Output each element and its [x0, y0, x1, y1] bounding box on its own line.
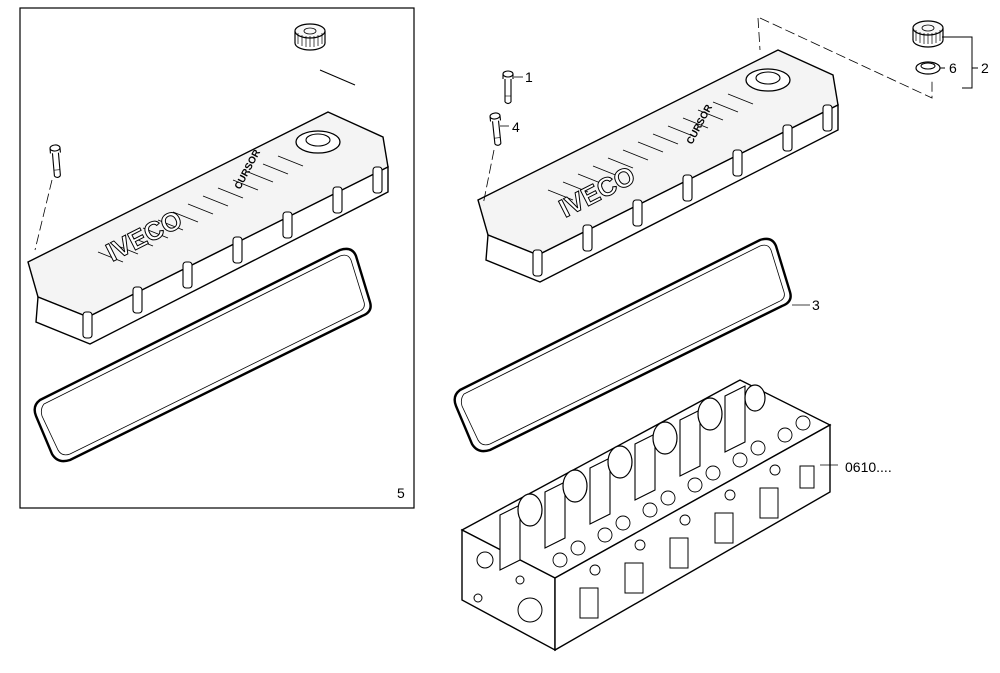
inset-panel-frame — [19, 7, 415, 509]
inset-cap-leader — [319, 69, 356, 86]
kit-bracket — [942, 36, 973, 89]
filler-cap-drawing — [912, 20, 944, 48]
bolt-long — [489, 111, 504, 147]
bolt-leader — [482, 149, 495, 206]
inset-bolt-leader — [34, 179, 53, 251]
bolt-short — [502, 70, 514, 105]
callout-2: 2 — [981, 60, 989, 76]
callout-1: 1 — [525, 69, 533, 85]
callout-6: 6 — [949, 60, 957, 76]
inset-valve-cover — [27, 111, 389, 345]
callout-4: 4 — [512, 119, 520, 135]
callout-5: 5 — [397, 485, 405, 501]
cap-dash-leader — [757, 17, 933, 99]
seal-ring-drawing — [915, 61, 941, 75]
inset-filler-cap — [294, 23, 326, 51]
cylinder-head-reference: 0610.... — [845, 459, 892, 475]
inset-bolt — [49, 144, 64, 179]
callout-3: 3 — [812, 297, 820, 313]
cylinder-head — [460, 379, 832, 652]
